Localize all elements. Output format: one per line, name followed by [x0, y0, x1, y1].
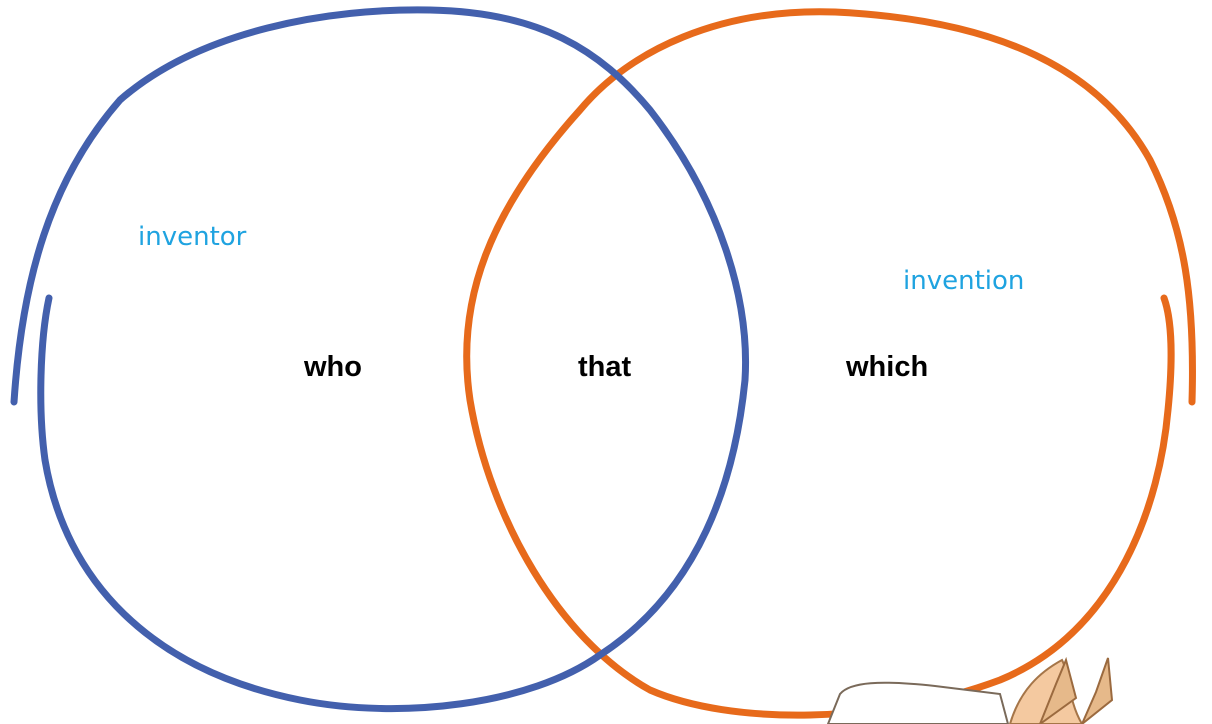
inventor-circle — [10, 6, 750, 713]
left-set-label: inventor — [138, 222, 247, 252]
overlap-region-label: that — [578, 351, 632, 383]
right-only-region-label: which — [846, 351, 929, 383]
character-ear-right — [1081, 657, 1114, 724]
invention-circle — [463, 8, 1196, 719]
character-ear-left — [1038, 656, 1078, 724]
right-set-label: invention — [903, 266, 1025, 296]
character-book — [826, 681, 1010, 724]
cartoon-character — [826, 656, 1114, 724]
left-only-region-label: who — [304, 351, 362, 383]
